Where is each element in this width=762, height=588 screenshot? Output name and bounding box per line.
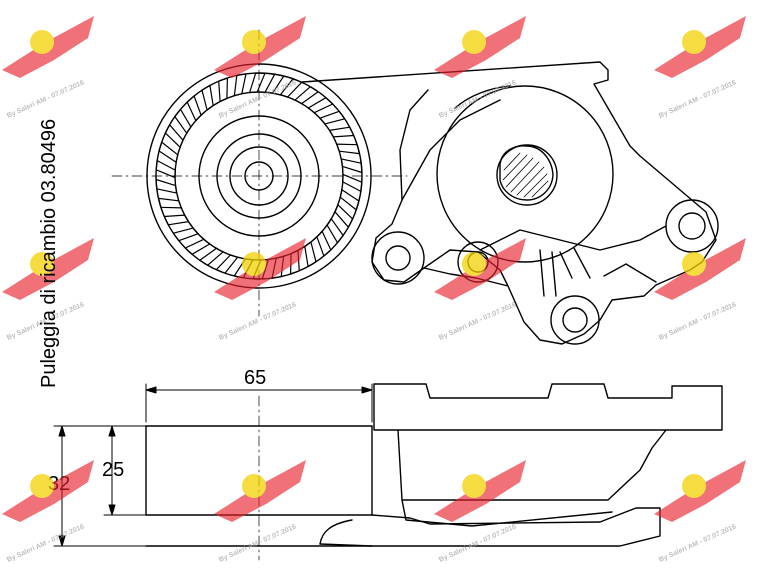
replacement-pulley-label: Puleggia di ricambio 03.80496 — [38, 118, 60, 388]
pulley-rib — [186, 95, 202, 122]
watermark-text: By Saleri AM - 07.07.2016 — [438, 523, 517, 564]
watermark-text: By Saleri AM - 07.07.2016 — [218, 79, 297, 120]
dimension-width-label: 65 — [244, 367, 266, 389]
watermark-text: By Saleri AM - 07.07.2016 — [218, 523, 297, 564]
pulley-rib — [307, 97, 334, 114]
watermark-text: By Saleri AM - 07.07.2016 — [218, 301, 297, 342]
pulley-rib — [319, 110, 346, 125]
pulley-rib — [279, 78, 303, 98]
pulley-rib — [328, 126, 355, 138]
dimension-lines — [53, 383, 373, 547]
dimension-height-inner-label: 25 — [102, 459, 124, 481]
pulley-rib — [215, 254, 239, 274]
pulley-rib — [326, 218, 344, 244]
watermark-text: By Saleri AM - 07.07.2016 — [6, 523, 85, 564]
pulley-rib — [174, 108, 192, 134]
saleri-watermark: By Saleri AM - 07.07.2016 — [654, 16, 746, 120]
pulley-rib — [172, 227, 199, 242]
watermark-text: By Saleri AM - 07.07.2016 — [6, 79, 85, 120]
pulley-rib — [199, 247, 224, 266]
watermark-text: By Saleri AM - 07.07.2016 — [658, 301, 737, 342]
pulley-rib — [233, 73, 247, 97]
pulley-rib — [316, 230, 332, 257]
tensioner-side-view — [145, 383, 723, 561]
saleri-watermark: By Saleri AM - 07.07.2016 — [214, 460, 306, 564]
watermark-text: By Saleri AM - 07.07.2016 — [438, 79, 517, 120]
saleri-watermark: By Saleri AM - 07.07.2016 — [654, 238, 746, 342]
pulley-rib — [158, 141, 179, 163]
pulley-rib — [157, 197, 182, 209]
pulley-rib — [164, 124, 184, 148]
saleri-watermark: By Saleri AM - 07.07.2016 — [654, 460, 746, 564]
saleri-watermark: By Saleri AM - 07.07.2016 — [2, 16, 94, 120]
pulley-rib — [155, 178, 178, 194]
pulley-rib — [340, 158, 363, 174]
pulley-rib — [163, 214, 190, 226]
watermark-text: By Saleri AM - 07.07.2016 — [438, 301, 517, 342]
pulley-rib — [184, 238, 211, 255]
pulley-rib — [294, 86, 319, 105]
pulley-rib — [336, 143, 361, 155]
pulley-rib — [334, 204, 354, 228]
watermark-text: By Saleri AM - 07.07.2016 — [658, 523, 737, 564]
pulley-rib — [155, 160, 176, 179]
saleri-watermark: By Saleri AM - 07.07.2016 — [214, 16, 306, 120]
tensioner-top-view — [301, 61, 719, 345]
pulley-rib — [249, 72, 266, 94]
saleri-watermark: By Saleri AM - 07.07.2016 — [434, 460, 526, 564]
watermark-layer: By Saleri AM - 07.07.2016 By Saleri AM - … — [2, 16, 746, 564]
pulley-rib — [218, 77, 228, 103]
pulley-rib — [264, 73, 285, 94]
pulley-rib — [201, 84, 214, 111]
pulley-rib — [304, 241, 317, 268]
pulley-rib — [339, 189, 360, 211]
watermark-text: By Saleri AM - 07.07.2016 — [658, 79, 737, 120]
pulley-rib — [342, 173, 363, 192]
